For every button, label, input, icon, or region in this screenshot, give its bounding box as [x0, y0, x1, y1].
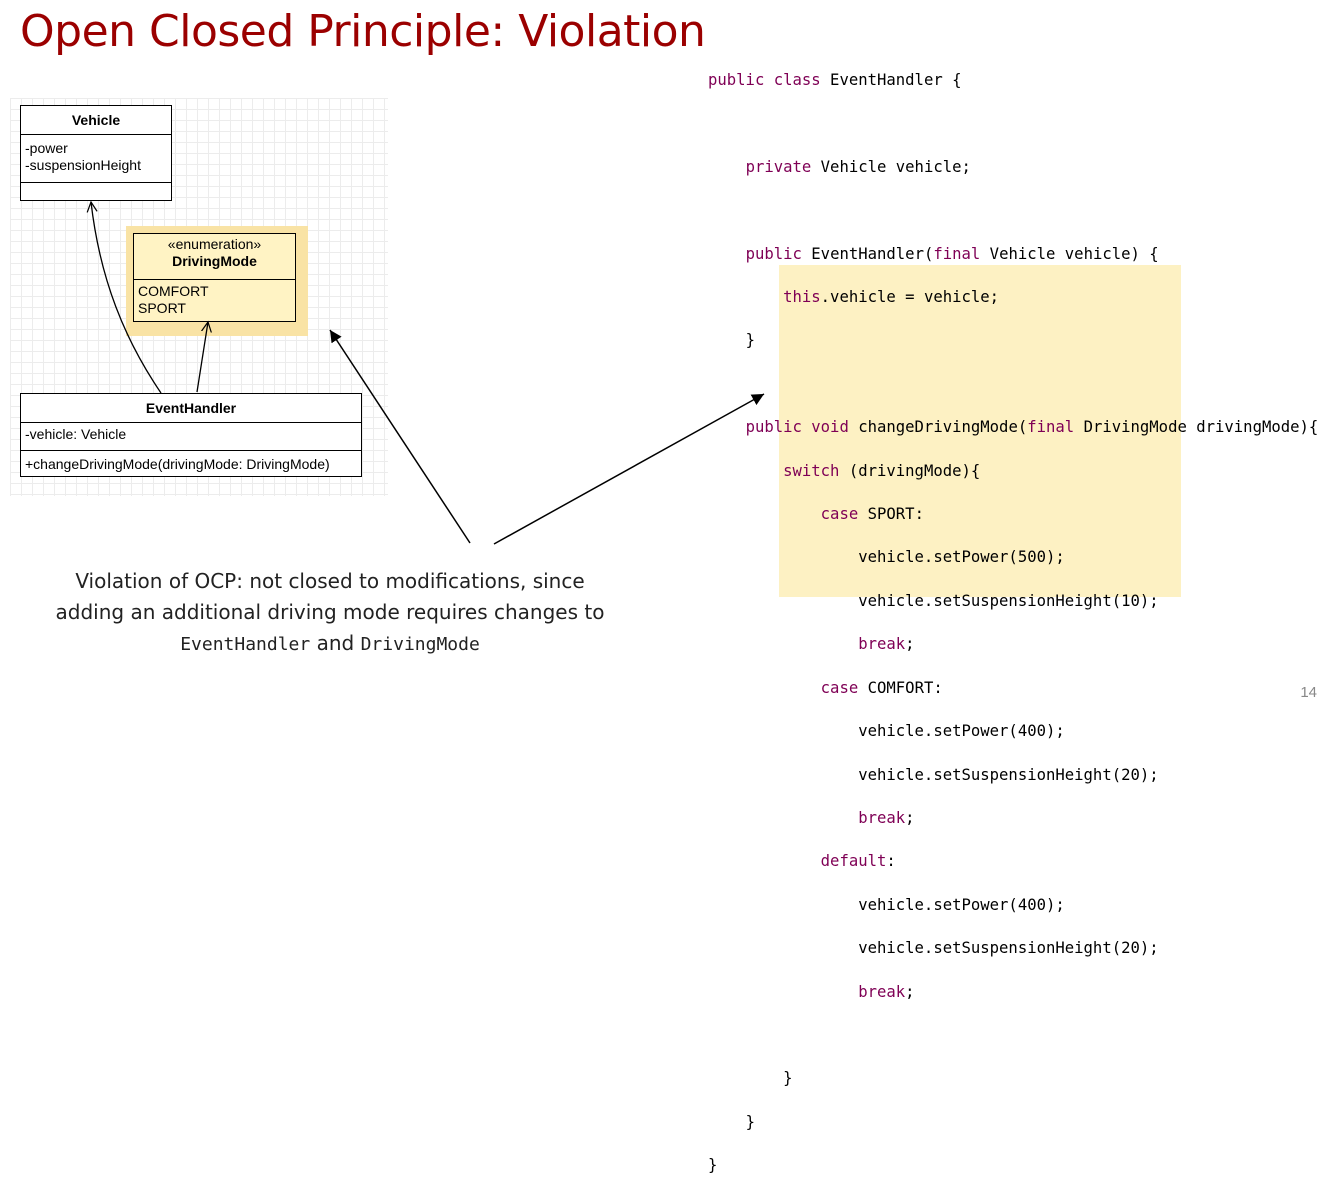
code-line: this.vehicle = vehicle; [783, 288, 1000, 307]
enum-stereotype: «enumeration» [167, 236, 262, 252]
association-eventhandler-drivingmode [196, 322, 208, 393]
code-line: } [783, 1069, 793, 1088]
drivingmode-name: DrivingMode [172, 253, 257, 269]
vehicle-attr-power: -power [25, 140, 68, 156]
violation-caption: Violation of OCP: not closed to modifica… [20, 566, 640, 660]
eventhandler-attribute: -vehicle: Vehicle [21, 423, 361, 451]
enum-value-sport: SPORT [138, 300, 186, 316]
arrows-layer [0, 0, 765, 545]
code-line [708, 1025, 1318, 1047]
caption-line-1: Violation of OCP: not closed to modifica… [75, 569, 585, 593]
uml-enum-drivingmode: «enumeration» DrivingMode COMFORT SPORT [133, 233, 296, 322]
pointer-to-diagram [329, 329, 471, 544]
eventhandler-method: +changeDrivingMode(drivingMode: DrivingM… [25, 456, 330, 472]
drivingmode-header: «enumeration» DrivingMode [134, 234, 295, 280]
code-line: private Vehicle vehicle; [745, 157, 971, 176]
code-line: default: [820, 852, 896, 871]
code-line: case SPORT: [820, 505, 924, 524]
code-line: public class EventHandler { [708, 71, 962, 89]
code-line: } [708, 1156, 718, 1175]
drivingmode-values: COMFORT SPORT [134, 280, 295, 319]
code-line: public EventHandler(final Vehicle vehicl… [745, 244, 1159, 263]
code-line: vehicle.setPower(400); [858, 895, 1065, 914]
caption-line-2: adding an additional driving mode requir… [55, 600, 605, 624]
code-line: vehicle.setPower(500); [858, 548, 1065, 567]
code-line [708, 200, 1318, 222]
code-listing: public class EventHandler { private Vehi… [708, 70, 1318, 1177]
uml-class-eventhandler: EventHandler -vehicle: Vehicle +changeDr… [20, 393, 362, 477]
code-line: vehicle.setSuspensionHeight(20); [858, 939, 1159, 958]
code-line: } [745, 331, 755, 350]
enum-value-comfort: COMFORT [138, 283, 209, 299]
code-line: break; [858, 808, 915, 827]
vehicle-class-name: Vehicle [21, 106, 171, 135]
code-line: public void changeDrivingMode(final Driv… [745, 418, 1319, 437]
code-line: vehicle.setPower(400); [858, 722, 1065, 741]
code-line [708, 374, 1318, 396]
code-line: vehicle.setSuspensionHeight(20); [858, 765, 1159, 784]
slide-title: Open Closed Principle: Violation [20, 6, 706, 57]
code-line: break; [858, 982, 915, 1001]
code-line: break; [858, 635, 915, 654]
caption-class-eventhandler: EventHandler [180, 634, 311, 655]
association-eventhandler-vehicle [91, 202, 162, 394]
vehicle-attributes: -power -suspensionHeight [21, 135, 171, 183]
uml-class-vehicle: Vehicle -power -suspensionHeight [20, 105, 172, 201]
code-line: vehicle.setSuspensionHeight(10); [858, 591, 1159, 610]
code-line: } [745, 1112, 755, 1131]
code-line: case COMFORT: [820, 678, 943, 697]
pointer-to-code [493, 393, 765, 545]
eventhandler-class-name: EventHandler [21, 394, 361, 423]
caption-line-3: EventHandler and DrivingMode [20, 628, 640, 660]
switch-highlight [779, 265, 1181, 597]
code-line [708, 113, 1318, 135]
vehicle-attr-suspension: -suspensionHeight [25, 157, 141, 173]
code-line: switch (drivingMode){ [783, 461, 981, 480]
caption-and: and [316, 631, 355, 655]
page-number: 14 [1300, 684, 1317, 701]
caption-class-drivingmode: DrivingMode [360, 634, 480, 655]
